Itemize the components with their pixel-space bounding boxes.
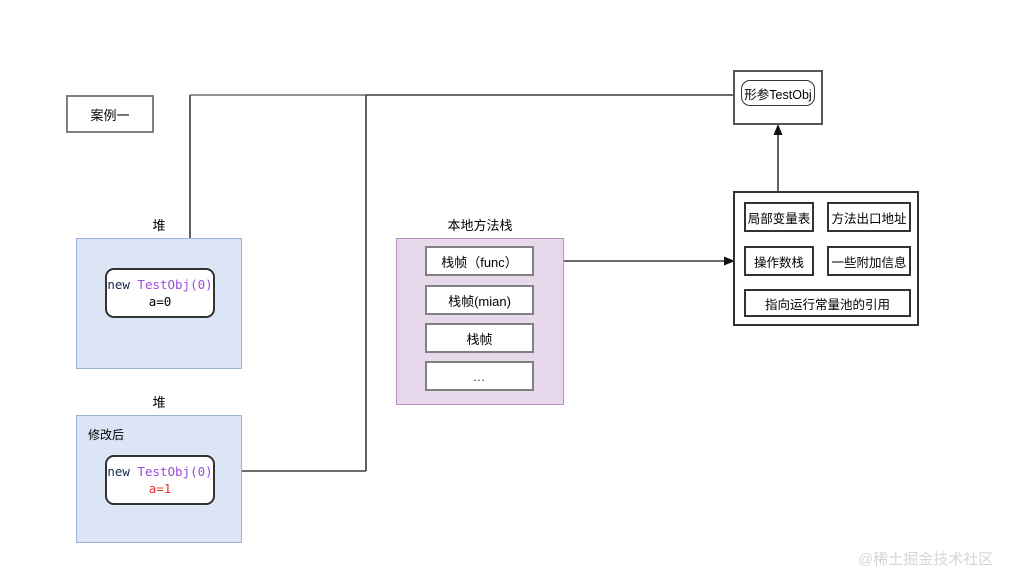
param-testobj-box: 形参TestObj (741, 80, 815, 106)
heap-caption-1: 堆 (152, 218, 166, 233)
watermark: @稀土掘金技术社区 (858, 551, 994, 568)
detail-cell-operand-stack: 操作数栈 (744, 246, 814, 276)
heap-caption-2: 堆 (152, 395, 166, 410)
heap-object-1-type: TestObj(0) (137, 277, 213, 292)
stack-frame-func-label: 栈帧（func） (441, 254, 518, 270)
heap-object-2-code: new TestObj(0) (107, 463, 212, 480)
stack-frame-ellipsis-label: … (472, 368, 487, 384)
heap-object-2-type: TestObj(0) (137, 464, 213, 479)
heap-object-1: new TestObj(0) a=0 (105, 268, 215, 318)
case-label-box: 案例一 (66, 95, 154, 133)
heap-object-1-code: new TestObj(0) (107, 276, 212, 293)
detail-cell-method-exit-address: 方法出口地址 (827, 202, 911, 232)
heap-object-2: new TestObj(0) a=1 (105, 455, 215, 505)
stack-frame-generic-label: 栈帧 (466, 331, 493, 347)
heap-object-1-keyword: new (107, 277, 130, 292)
param-testobj-label: 形参TestObj (744, 87, 812, 102)
stack-frame-main-label: 栈帧(mian) (448, 293, 511, 309)
detail-cell-constant-pool-reference-label: 指向运行常量池的引用 (764, 297, 890, 312)
detail-cell-method-exit-address-label: 方法出口地址 (831, 211, 907, 226)
stack-frame-generic: 栈帧 (425, 323, 534, 353)
stack-frame-main: 栈帧(mian) (425, 285, 534, 315)
stack-caption: 本地方法栈 (447, 218, 513, 233)
detail-cell-operand-stack-label: 操作数栈 (753, 255, 804, 270)
stack-frame-func: 栈帧（func） (425, 246, 534, 276)
detail-cell-local-variable-table: 局部变量表 (744, 202, 814, 232)
detail-cell-local-variable-table-label: 局部变量表 (747, 211, 811, 226)
detail-cell-additional-info: 一些附加信息 (827, 246, 911, 276)
heap-object-1-field: a=0 (148, 294, 172, 309)
heap-region-2-inner-label: 修改后 (88, 428, 125, 442)
detail-cell-constant-pool-reference: 指向运行常量池的引用 (744, 289, 911, 317)
heap-object-2-keyword: new (107, 464, 130, 479)
detail-cell-additional-info-label: 一些附加信息 (831, 255, 907, 270)
case-label-text: 案例一 (90, 107, 130, 123)
stack-frame-ellipsis: … (425, 361, 534, 391)
heap-object-2-field: a=1 (148, 481, 172, 496)
